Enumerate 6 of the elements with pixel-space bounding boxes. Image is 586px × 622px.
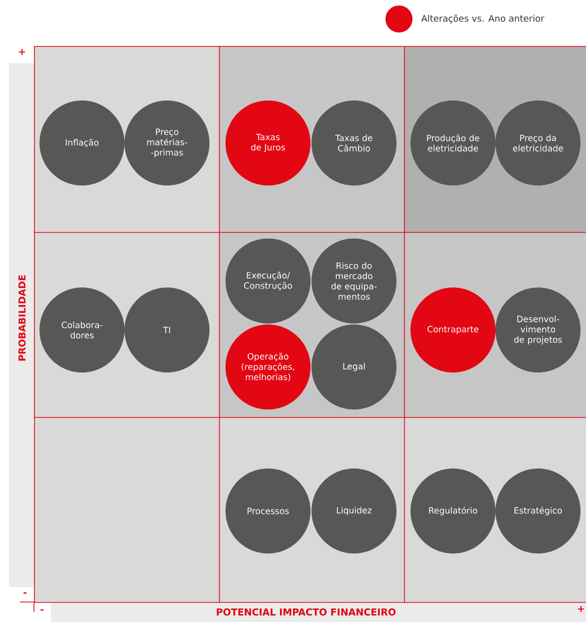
axis-title: PROBABILIDADE: [18, 275, 26, 361]
axis-title: POTENCIAL IMPACTO FINANCEIRO: [216, 608, 396, 616]
axis-sign: +: [19, 49, 25, 55]
legend-text: Alterações vs. Ano anterior: [421, 14, 544, 24]
axis-sign: +: [578, 606, 584, 612]
matrix-cell: [34, 417, 220, 603]
